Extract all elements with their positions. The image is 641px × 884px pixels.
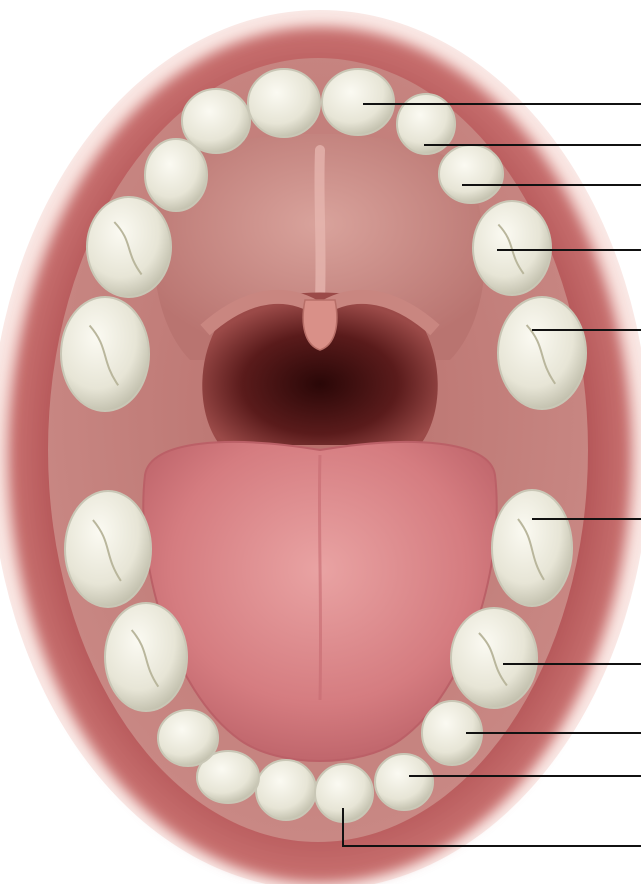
lower-lateral-incisor-left-tooth — [375, 754, 433, 810]
upper-first-molar-left-tooth — [498, 297, 586, 409]
lower-second-molar-right-tooth — [65, 491, 151, 607]
lower-canine-right-tooth — [158, 710, 218, 766]
upper-first-molar-right-tooth — [61, 297, 149, 411]
upper-central-incisor-right-tooth — [248, 69, 320, 137]
upper-canine-left-tooth — [439, 145, 503, 203]
lower-first-molar-right-tooth — [105, 603, 187, 711]
palatine-raphe — [319, 150, 320, 300]
lower-second-molar-left-tooth — [492, 490, 572, 606]
lower-central-incisor-right-tooth — [256, 760, 316, 820]
upper-canine-right-tooth — [145, 139, 207, 211]
upper-first-premolar-left-tooth — [473, 201, 551, 295]
upper-central-incisor-left-tooth — [322, 69, 394, 135]
tongue-median-sulcus — [319, 455, 320, 700]
upper-first-premolar-right-tooth — [87, 197, 171, 297]
lower-first-molar-left-tooth — [451, 608, 537, 708]
